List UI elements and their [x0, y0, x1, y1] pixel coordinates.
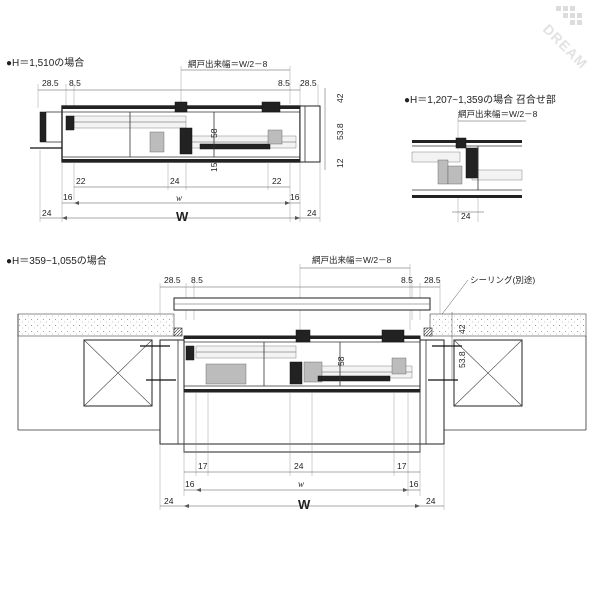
- section-h359-1055: ●H＝359~1,055の場合 網戸出来幅＝W/2－8 シーリング(別途) 28…: [6, 254, 587, 512]
- small-w-bottom: w: [298, 479, 304, 489]
- dim-8-5-left-b: 8.5: [191, 275, 203, 285]
- dim-24-center: 24: [170, 176, 180, 186]
- dim-22-right: 22: [272, 176, 282, 186]
- dim-16-left-b: 16: [185, 479, 195, 489]
- heading-h1510: ●H＝1,510の場合: [6, 56, 84, 69]
- heading-h359: ●H＝359~1,055の場合: [6, 254, 107, 267]
- dim-53-8-top: 53.8: [335, 123, 345, 140]
- sealing-label: シーリング(別途): [470, 275, 535, 285]
- screen-width-label-2: 網戸出来幅＝W/2－8: [458, 109, 538, 119]
- dim-42-top: 42: [335, 93, 345, 103]
- dim-53-8-bottom: 53.8: [457, 351, 467, 368]
- dim-24-center-b: 24: [294, 461, 304, 471]
- dots-grid-icon: [556, 6, 582, 25]
- heading-h1207: ●H＝1,207~1,359の場合 召合せ部: [404, 93, 556, 106]
- dim-24-outer-right: 24: [307, 208, 317, 218]
- dim-16-right-b: 16: [409, 479, 419, 489]
- section-h1207-1359: ●H＝1,207~1,359の場合 召合せ部 網戸出来幅＝W/2－8 24: [404, 93, 556, 222]
- dim-22-left: 22: [76, 176, 86, 186]
- section-h1510: ●H＝1,510の場合 網戸出来幅＝W/2－8 28.5 8.5 8.5 28.…: [6, 56, 345, 224]
- dim-42-bottom: 42: [457, 324, 467, 334]
- dim-16-right: 16: [290, 192, 300, 202]
- dim-24-outer-right-b: 24: [426, 496, 436, 506]
- dim-17-left: 17: [198, 461, 208, 471]
- dim-58-bottom: 58: [336, 356, 346, 366]
- dim-58-top: 58: [209, 128, 219, 138]
- dim-28-5-left-b: 28.5: [164, 275, 181, 285]
- dim-12-top: 12: [335, 158, 345, 168]
- dim-15-top: 15: [209, 162, 219, 172]
- screen-width-label-1: 網戸出来幅＝W/2－8: [188, 59, 268, 69]
- dim-24-outer-left: 24: [42, 208, 52, 218]
- small-w-top: w: [176, 193, 182, 203]
- big-w-bottom: W: [298, 497, 311, 512]
- dim-8-5-right: 8.5: [278, 78, 290, 88]
- big-w-top: W: [176, 209, 189, 224]
- dim-28-5-left: 28.5: [42, 78, 59, 88]
- dim-28-5-right-b: 28.5: [424, 275, 441, 285]
- dim-8-5-right-b: 8.5: [401, 275, 413, 285]
- dim-8-5-left: 8.5: [69, 78, 81, 88]
- dim-28-5-right: 28.5: [300, 78, 317, 88]
- dim-24-meeting: 24: [461, 211, 471, 221]
- watermark: DREAM: [540, 6, 591, 72]
- dim-24-outer-left-b: 24: [164, 496, 174, 506]
- watermark-text: DREAM: [540, 21, 591, 72]
- screen-width-label-3: 網戸出来幅＝W/2－8: [312, 255, 392, 265]
- dim-17-right: 17: [397, 461, 407, 471]
- dim-16-left: 16: [63, 192, 73, 202]
